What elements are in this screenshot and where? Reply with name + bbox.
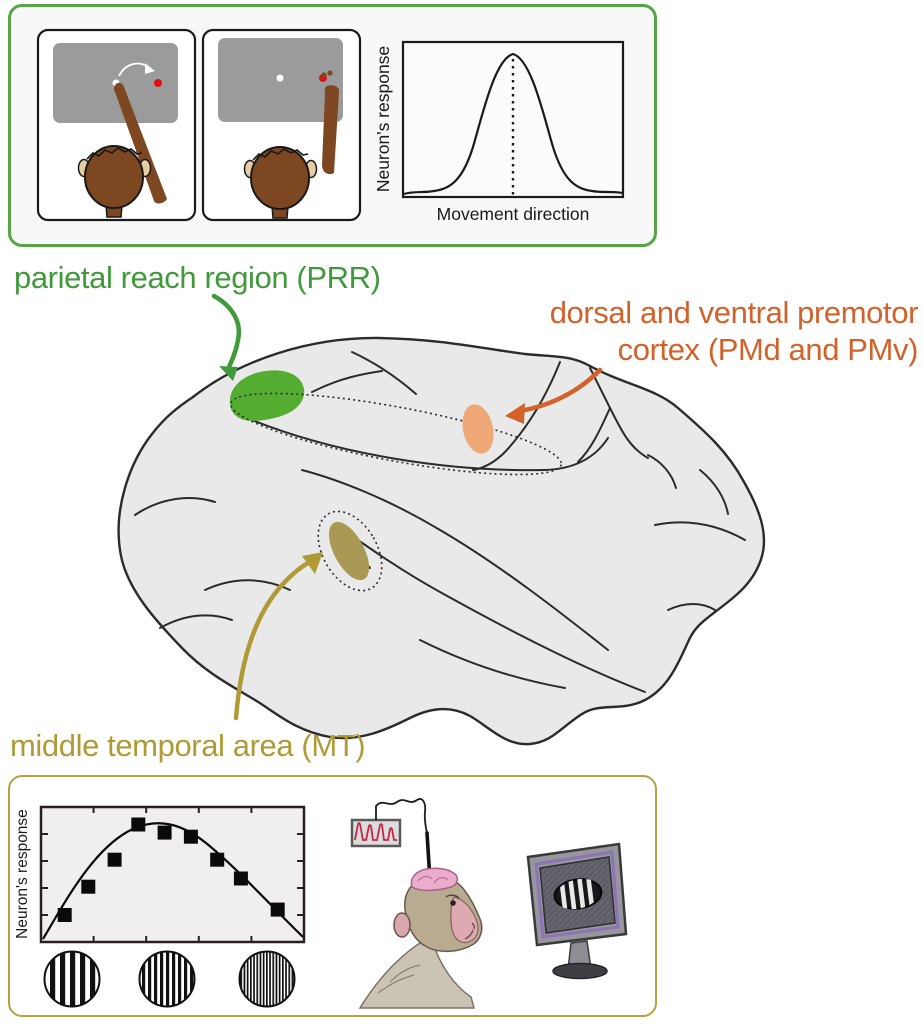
monkey-head	[250, 146, 310, 210]
sulcus-line	[251, 419, 609, 472]
target-dot	[154, 79, 162, 87]
data-point-square	[157, 825, 172, 840]
monitor-grating-icon	[526, 842, 628, 980]
grating-medium-icon	[138, 950, 196, 1008]
direction-tuning-chart: Neuron's response Movement direction	[373, 40, 625, 224]
sulcus-line	[647, 454, 677, 489]
monkey-recording-illustration	[350, 798, 483, 1009]
mt-arrow	[233, 552, 323, 721]
sulcus-line	[589, 367, 611, 409]
premotor-label-line2: cortex (PMd and PMv)	[617, 332, 919, 367]
grating-fine-icon	[238, 950, 296, 1008]
data-point-square	[183, 829, 198, 844]
sulci-lines	[134, 351, 746, 693]
brain-squiggle	[417, 875, 433, 882]
monitor-stand-base	[552, 962, 608, 980]
sulcus-line	[472, 361, 561, 471]
electrode-wire	[375, 798, 428, 835]
data-point-square	[57, 908, 72, 922]
monkey-ear	[393, 912, 411, 938]
sulcus-line	[301, 469, 609, 651]
monitor-trim	[534, 850, 620, 939]
brain-squiggle	[433, 877, 449, 884]
sulcus-line	[577, 407, 611, 463]
monkey-hair	[252, 148, 309, 161]
mt-tuning-chart: Neuron's response	[14, 805, 306, 944]
monkey-finger	[327, 70, 333, 76]
fit-curve	[42, 822, 304, 940]
fixation-dot	[276, 74, 284, 82]
monkey-brow	[445, 894, 460, 899]
sulcus-line	[334, 523, 646, 693]
monkey-finger	[321, 72, 327, 78]
monkey-arm	[322, 85, 340, 175]
reach-task-panel: Neuron's response Movement direction	[8, 4, 657, 247]
x-axis-label: Movement direction	[437, 204, 590, 224]
brain-outline	[117, 336, 766, 746]
premotor-arrow	[505, 367, 603, 424]
sulcus-line	[654, 521, 746, 541]
saccade-arrowhead	[145, 63, 155, 74]
mt-region	[328, 521, 370, 581]
data-point-square	[270, 902, 285, 917]
prr-arrow	[211, 293, 242, 381]
monkey-fur-stroke	[389, 964, 421, 983]
plot-box	[401, 40, 625, 199]
data-point-square	[233, 871, 248, 886]
sulcus-line	[134, 497, 216, 516]
data-point-square	[81, 879, 96, 894]
prr-region	[229, 370, 305, 421]
plot-box	[39, 805, 306, 944]
intraparietal-sulcus-dotted-outline	[229, 392, 563, 476]
data-point-square	[210, 852, 225, 867]
tuning-curve	[403, 52, 623, 196]
grating-stimuli	[43, 950, 296, 1008]
monkey-face	[450, 896, 479, 944]
premotor-label: dorsal and ventral premotor cortex (PMd …	[549, 294, 919, 368]
y-axis-label: Neuron's response	[373, 46, 393, 192]
sulcus-line	[667, 603, 716, 611]
reach-task-graphics: Neuron's response Movement direction	[36, 28, 625, 224]
reach-touch-illustration	[201, 28, 362, 222]
monkey-mouth	[464, 929, 474, 940]
monkey-fur-stroke	[377, 974, 415, 994]
sulcus-line	[159, 614, 233, 629]
premotor-label-line1: dorsal and ventral premotor	[549, 295, 919, 330]
grating-coarse-icon	[43, 950, 101, 1008]
mt-dotted-outline	[317, 510, 383, 592]
sulcus-line	[311, 370, 383, 393]
sulcus-line	[699, 469, 729, 515]
monkey-hair	[86, 147, 143, 160]
sulcus-line	[351, 351, 417, 395]
premotor-region	[462, 404, 494, 454]
monkey-arm	[113, 82, 167, 204]
reach-plan-illustration	[36, 28, 197, 222]
data-point-square	[131, 817, 146, 832]
prr-label: parietal reach region (PRR)	[14, 260, 381, 295]
monkey-head	[84, 145, 144, 209]
data-point-square	[107, 852, 122, 867]
data-points	[57, 817, 285, 922]
spike-trace	[354, 822, 397, 841]
monkey-eye	[450, 900, 456, 906]
mt-recording-graphics: Neuron's response	[14, 798, 628, 1009]
aperture-grating-bars	[558, 874, 595, 914]
mt-recording-panel: Neuron's response	[8, 775, 657, 1017]
mt-label: middle temporal area (MT)	[10, 728, 366, 763]
y-axis-label: Neuron's response	[14, 809, 31, 939]
sulcus-line	[419, 639, 566, 689]
sulcus-line	[609, 407, 649, 459]
axis-ticks	[41, 807, 304, 942]
exposed-brain	[410, 867, 459, 892]
monkey-nose	[471, 922, 476, 930]
